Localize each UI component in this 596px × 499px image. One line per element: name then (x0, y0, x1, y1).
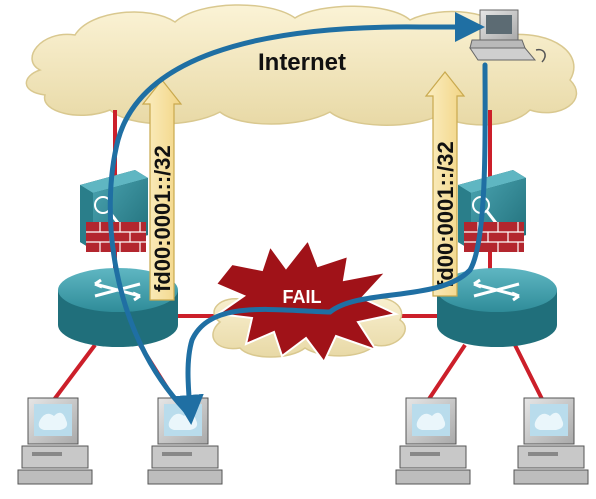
link-right-router-pc1 (423, 343, 467, 407)
router-arrows-icon (473, 278, 520, 302)
left-firewall (80, 170, 148, 252)
internet-host (469, 9, 546, 63)
right-router (437, 268, 557, 347)
right-firewall (458, 170, 526, 252)
fail-burst: FAIL (214, 237, 400, 364)
router-arrows-icon (94, 278, 141, 302)
right-prefix-arrow: fd00:0001::/32 (424, 71, 466, 297)
flow-arrow-outbound (107, 12, 485, 413)
right-pc-1 (395, 397, 471, 485)
left-prefix-label: fd00:0001::/32 (150, 145, 175, 292)
left-pc-1 (17, 397, 93, 485)
internet-label: Internet (258, 49, 346, 76)
link-left-router-pc1 (48, 343, 97, 407)
left-prefix-arrow: fd00:0001::/32 (141, 79, 183, 301)
fail-label: FAIL (283, 287, 322, 307)
left-router (58, 268, 178, 347)
link-right-router-pc2 (513, 344, 547, 406)
flow-arrow-return (173, 62, 488, 425)
flow-arrows (107, 12, 488, 425)
right-prefix-label: fd00:0001::/32 (433, 141, 458, 288)
right-pc-2 (513, 397, 589, 485)
